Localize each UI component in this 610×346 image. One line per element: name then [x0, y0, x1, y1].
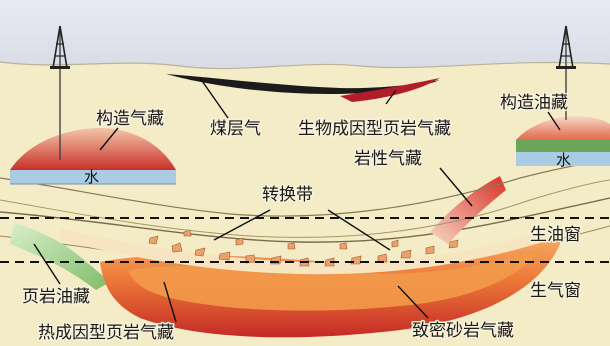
label-shale-oil: 页岩油藏 [22, 287, 90, 307]
label-water-right: 水 [556, 151, 571, 169]
label-gas-window: 生气窗 [530, 281, 581, 301]
label-oil-window: 生油窗 [530, 225, 581, 245]
label-lithologic-gas: 岩性气藏 [354, 149, 422, 169]
label-coalbed-gas: 煤层气 [210, 119, 261, 139]
label-transition-zone: 转换带 [262, 185, 313, 205]
label-structural-gas: 构造气藏 [96, 109, 164, 129]
label-biogenic-shale-gas: 生物成因型页岩气藏 [298, 119, 451, 139]
label-water-left: 水 [84, 168, 99, 186]
label-structural-oil: 构造油藏 [500, 93, 568, 113]
label-thermogenic-shale-gas: 热成因型页岩气藏 [38, 323, 174, 343]
label-tight-sandstone-gas: 致密砂岩气藏 [412, 321, 514, 341]
